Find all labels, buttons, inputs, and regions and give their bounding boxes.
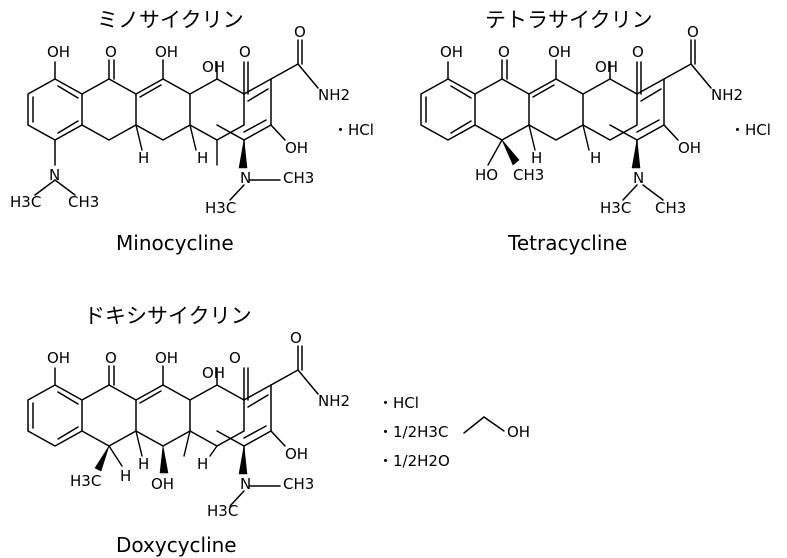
atom-o-top2: O <box>239 43 251 61</box>
ring-a <box>27 78 83 141</box>
atom-nh2: NH2 <box>318 392 350 410</box>
atom-o-top1: O <box>105 349 117 367</box>
atom-h-c4a: H <box>197 455 208 473</box>
atom-n-right: N <box>240 169 251 187</box>
atom-ch3-r2: H3C <box>205 199 236 217</box>
atom-o-top2: O <box>632 43 644 61</box>
atom-oh-right: OH <box>285 139 308 157</box>
doxycycline-english-name: Doxycycline <box>116 533 237 557</box>
ring-a <box>420 78 476 141</box>
atom-ch3-l2: CH3 <box>68 193 99 211</box>
atom-oh-wedge: OH <box>595 58 618 76</box>
atom-oh-top2: OH <box>548 43 571 61</box>
minocycline-structure: ミノサイクリン <box>10 8 374 255</box>
atom-ch3-c6: H3C <box>70 472 101 490</box>
doxycycline-salt-ethanol: ・1/2H3C <box>378 423 448 441</box>
tetracycline-japanese-name: テトラサイクリン <box>485 8 653 32</box>
atom-ch3-r1: H3C <box>600 199 631 217</box>
ring-a <box>27 384 83 447</box>
atom-o-top1: O <box>105 43 117 61</box>
atom-ch3-r2: H3C <box>207 502 238 520</box>
minocycline-english-name: Minocycline <box>116 231 234 255</box>
tetracycline-english-name: Tetracycline <box>507 231 627 255</box>
atom-n-right: N <box>240 475 251 493</box>
doxycycline-salt-hcl: ・HCl <box>378 394 419 412</box>
minocycline-japanese-name: ミノサイクリン <box>97 8 244 32</box>
atom-oh-wedge: OH <box>202 364 225 382</box>
atom-ho-c6: HO <box>475 166 498 184</box>
atom-o-top1: O <box>498 43 510 61</box>
atom-ch3-r2: CH3 <box>655 199 686 217</box>
atom-h-mid: H <box>197 149 208 167</box>
atom-o-top2: O <box>229 349 241 367</box>
atom-o-amide: O <box>294 23 306 41</box>
atom-oh-top1: OH <box>440 43 463 61</box>
atom-oh-right: OH <box>678 139 701 157</box>
atom-ch3-l1: H3C <box>10 193 41 211</box>
atom-h-mid: H <box>590 149 601 167</box>
atom-nh2: NH2 <box>318 86 350 104</box>
atom-oh-top1: OH <box>47 43 70 61</box>
tetracycline-salt: ・HCl <box>730 121 771 139</box>
tetracycline-structure: テトラサイクリン OH O <box>420 8 771 255</box>
atom-oh-top2: OH <box>155 43 178 61</box>
minocycline-salt: ・HCl <box>333 121 374 139</box>
atom-o-amide: O <box>687 23 699 41</box>
atom-h-left: H <box>138 149 149 167</box>
atom-oh-c5: OH <box>151 475 174 493</box>
atom-oh-top1: OH <box>47 349 70 367</box>
atom-n-left: N <box>49 166 60 184</box>
atom-nh2: NH2 <box>711 86 743 104</box>
atom-ch3-r1: CH3 <box>283 475 314 493</box>
doxycycline-salt-ethanol-oh: OH <box>507 423 530 441</box>
atom-ch3-c6: CH3 <box>513 166 544 184</box>
doxycycline-structure: ドキシサイクリン <box>27 304 530 557</box>
atom-o-amide: O <box>290 329 302 347</box>
atom-oh-top2: OH <box>155 349 178 367</box>
atom-n-right: N <box>633 169 644 187</box>
atom-oh-wedge: OH <box>202 58 225 76</box>
doxycycline-japanese-name: ドキシサイクリン <box>84 304 252 328</box>
atom-h-c5a: H <box>138 455 149 473</box>
atom-ch3-r1: CH3 <box>283 169 314 187</box>
atom-oh-right: OH <box>285 445 308 463</box>
doxycycline-salt-water: ・1/2H2O <box>378 452 450 470</box>
atom-h-c6: H <box>120 467 131 485</box>
atom-h-left: H <box>531 149 542 167</box>
